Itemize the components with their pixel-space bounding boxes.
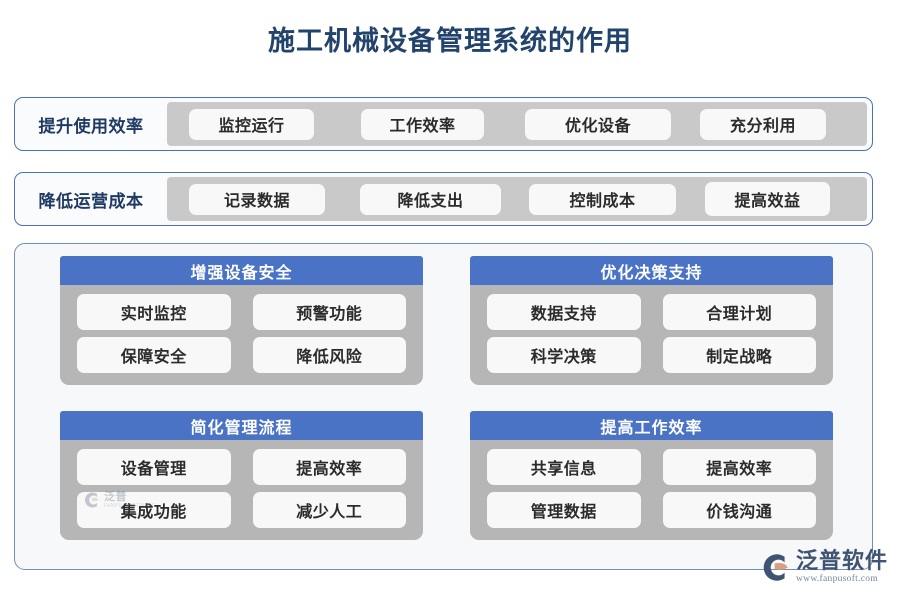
card-body-0: 实时监控 预警功能 保障安全 降低风险 — [60, 285, 423, 385]
outer-panel: 增强设备安全 实时监控 预警功能 保障安全 降低风险 优化决策支持 数据支持 合… — [14, 243, 873, 570]
card-pill-3-2[interactable]: 提高效率 — [662, 449, 816, 485]
card-pill-0-1[interactable]: 实时监控 — [77, 294, 231, 330]
row-pill-2-4[interactable]: 提高效益 — [705, 182, 830, 216]
card-pill-0-2[interactable]: 预警功能 — [252, 294, 406, 330]
row-gray-band-1: 监控运行 工作效率 优化设备 充分利用 — [167, 102, 867, 146]
row-pill-1-3[interactable]: 优化设备 — [525, 108, 671, 140]
row-pill-2-3[interactable]: 控制成本 — [529, 183, 676, 215]
row-label-reduce-cost: 降低运营成本 — [38, 191, 144, 211]
card-pill-2-3[interactable]: 集成功能 — [77, 492, 231, 528]
card-pill-1-4[interactable]: 制定战略 — [662, 337, 816, 373]
card-pill-1-2[interactable]: 合理计划 — [662, 294, 816, 330]
card-pill-1-1[interactable]: 数据支持 — [487, 294, 641, 330]
card-enhance-equipment-safety: 增强设备安全 实时监控 预警功能 保障安全 降低风险 — [60, 256, 423, 385]
card-body-2: 泛普 FANPU SOFTWARE 设备管理 提高效率 集成功能 减少人工 — [60, 440, 423, 540]
brand-name: 泛普软件 — [796, 547, 889, 573]
fanpu-brand-icon — [763, 553, 788, 581]
card-pill-1-3[interactable]: 科学决策 — [487, 337, 641, 373]
card-pill-2-1[interactable]: 设备管理 — [77, 449, 231, 485]
card-simplify-management-process: 简化管理流程 泛普 FANPU SOFTWARE 设备管理 提高效率 集成功能 … — [60, 411, 423, 540]
card-header-3: 提高工作效率 — [470, 411, 833, 440]
brand-logo-text: 泛普软件 www.fanpusoft.com — [796, 547, 889, 585]
row-pill-2-1[interactable]: 记录数据 — [189, 183, 325, 215]
card-pill-3-4[interactable]: 价钱沟通 — [662, 492, 816, 528]
row-pill-1-1[interactable]: 监控运行 — [189, 108, 314, 140]
card-header-0: 增强设备安全 — [60, 256, 423, 285]
card-pill-3-1[interactable]: 共享信息 — [487, 449, 641, 485]
row-label-improve-efficiency: 提升使用效率 — [38, 116, 144, 136]
page-title: 施工机械设备管理系统的作用 — [268, 26, 632, 56]
row-pill-1-4[interactable]: 充分利用 — [700, 108, 826, 140]
card-header-1: 优化决策支持 — [470, 256, 833, 285]
card-pill-3-3[interactable]: 管理数据 — [487, 492, 641, 528]
brand-url: www.fanpusoft.com — [796, 573, 879, 584]
card-body-1: 数据支持 合理计划 科学决策 制定战略 — [470, 285, 833, 385]
card-optimize-decision-support: 优化决策支持 数据支持 合理计划 科学决策 制定战略 — [470, 256, 833, 385]
card-header-2: 简化管理流程 — [60, 411, 423, 440]
row-pill-1-2[interactable]: 工作效率 — [361, 108, 484, 140]
row-gray-band-2: 记录数据 降低支出 控制成本 提高效益 — [167, 177, 867, 221]
row-band-reduce-cost: 降低运营成本 记录数据 降低支出 控制成本 提高效益 — [14, 172, 873, 226]
card-pill-2-4[interactable]: 减少人工 — [252, 492, 406, 528]
card-improve-work-efficiency: 提高工作效率 共享信息 提高效率 管理数据 价钱沟通 — [470, 411, 833, 540]
card-body-3: 共享信息 提高效率 管理数据 价钱沟通 — [470, 440, 833, 540]
brand-logo: 泛普软件 www.fanpusoft.com — [759, 543, 899, 591]
row-band-improve-efficiency: 提升使用效率 监控运行 工作效率 优化设备 充分利用 — [14, 97, 873, 151]
card-pill-0-3[interactable]: 保障安全 — [77, 337, 231, 373]
card-pill-0-4[interactable]: 降低风险 — [252, 337, 406, 373]
card-pill-2-2[interactable]: 提高效率 — [252, 449, 406, 485]
row-pill-2-2[interactable]: 降低支出 — [360, 183, 501, 215]
